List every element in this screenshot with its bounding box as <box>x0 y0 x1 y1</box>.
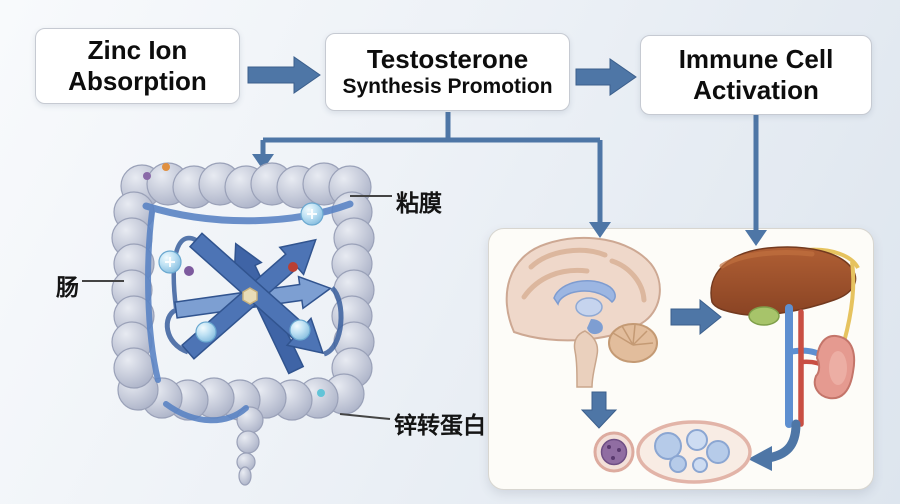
connector-lines <box>260 112 759 230</box>
label-intestine: 肠 <box>56 274 79 300</box>
flow-arrow-1-icon <box>247 56 321 94</box>
zinc-ion-sparkles <box>165 209 317 267</box>
ligand-ring-icon <box>242 287 258 305</box>
brain-illustration <box>505 236 661 388</box>
flow-box-zinc-ion-absorption: Zinc Ion Absorption <box>35 28 240 104</box>
flow-box-immune-line2: Activation <box>693 75 819 105</box>
label-zinc-transporter: 锌转蛋白 <box>394 412 486 438</box>
brain-to-cells-arrow-icon <box>580 391 618 429</box>
molecule-dot-orange <box>162 163 170 171</box>
immune-cells-illustration <box>593 420 752 484</box>
flow-box-zinc-line1: Zinc Ion <box>87 35 188 66</box>
cerebellum-folds <box>612 324 654 346</box>
flow-arrow-2-icon <box>575 58 637 96</box>
bile-duct <box>842 261 856 343</box>
flow-box-testosterone-synthesis: Testosterone Synthesis Promotion <box>325 33 570 111</box>
molecule-dot-purple <box>143 172 151 180</box>
atom-violet <box>184 266 194 276</box>
thalamus <box>575 297 603 317</box>
gut-tube <box>142 200 354 424</box>
zinc-transport-protein-illustration <box>158 202 344 375</box>
flow-box-immune-line1: Immune Cell <box>678 44 834 75</box>
brain-gyri <box>521 247 647 303</box>
branch-arrowhead-intestine-icon <box>252 154 274 170</box>
label-leader-lines <box>82 195 392 420</box>
flow-box-immune-cell-activation: Immune Cell Activation <box>640 35 872 115</box>
atom-red <box>288 262 298 272</box>
flow-box-zinc-line2: Absorption <box>68 66 207 96</box>
brain-to-liver-arrow-icon <box>670 298 722 336</box>
flow-box-testosterone-line1: Testosterone <box>366 44 529 75</box>
branch-arrowhead-brain-icon <box>589 222 611 238</box>
kidney-to-cells-arrow-icon <box>748 419 801 471</box>
brainstem <box>573 330 599 388</box>
flow-box-testosterone-line2: Synthesis Promotion <box>342 74 553 98</box>
kidney-medulla <box>829 351 847 385</box>
label-mucosa: 粘膜 <box>396 190 442 216</box>
midbrain <box>587 319 603 335</box>
gallbladder <box>748 306 780 326</box>
immune-cell-round <box>593 431 635 473</box>
liver <box>710 246 857 316</box>
corpus-callosum <box>553 279 616 306</box>
intestine-illustration <box>111 162 375 486</box>
cell-cluster-vesicles <box>654 429 730 473</box>
branch-arrowhead-liver-icon <box>745 230 767 246</box>
liver-kidney-illustration <box>710 246 860 428</box>
molecule-dot-cyan <box>317 389 325 397</box>
